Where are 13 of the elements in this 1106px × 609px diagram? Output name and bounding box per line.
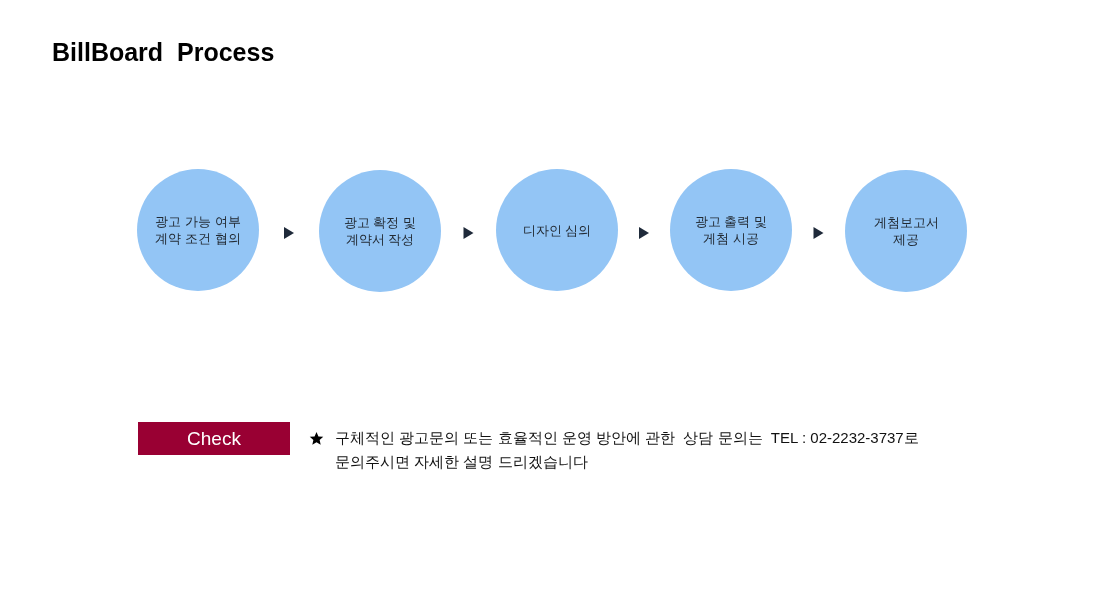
diagram-title: BillBoard Process	[52, 37, 275, 68]
check-tag	[138, 422, 290, 455]
arrow	[284, 227, 294, 239]
step-text: 디자인 심의	[522, 221, 592, 239]
arrow	[463, 227, 474, 239]
contact-note: 구체적인 광고문의 또는 효율적인 운영 방안에 관한 상담 문의는 TEL : 02-2232-3737로 문의주시면 자세한 설명 드리겠습니다	[335, 428, 920, 472]
arrow	[813, 227, 824, 239]
arrow	[639, 227, 649, 239]
step-text: 게첨보고서 제공	[872, 214, 940, 248]
step-text: 광고 가능 여부 계약 조건 협의	[154, 213, 242, 247]
step-text: 광고 확정 및 계약서 작성	[342, 214, 418, 248]
tag-text: Check	[187, 426, 241, 451]
step-text: 광고 출력 및 게첨 시공	[693, 213, 769, 247]
